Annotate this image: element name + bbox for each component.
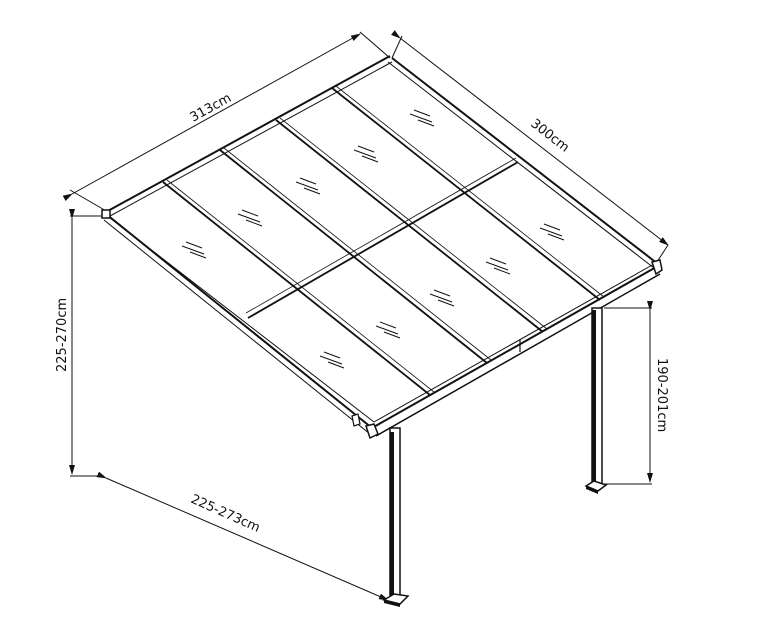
dimension-wall-height — [69, 209, 104, 477]
post-height-label: 190-201cm — [654, 358, 669, 432]
dimension-width-top — [62, 31, 391, 213]
post-front-left — [382, 427, 410, 607]
dimension-depth-top — [391, 30, 669, 266]
wall-height-label: 225-270cm — [55, 298, 70, 372]
dimension-post-height — [604, 301, 653, 485]
dimension-ground-depth — [96, 471, 389, 601]
depth-top-label: 300cm — [528, 116, 572, 155]
glazing-bars — [162, 85, 605, 396]
roof-frame — [101, 55, 663, 440]
glass-hatch-marks — [181, 109, 565, 369]
post-front-right — [584, 307, 608, 494]
